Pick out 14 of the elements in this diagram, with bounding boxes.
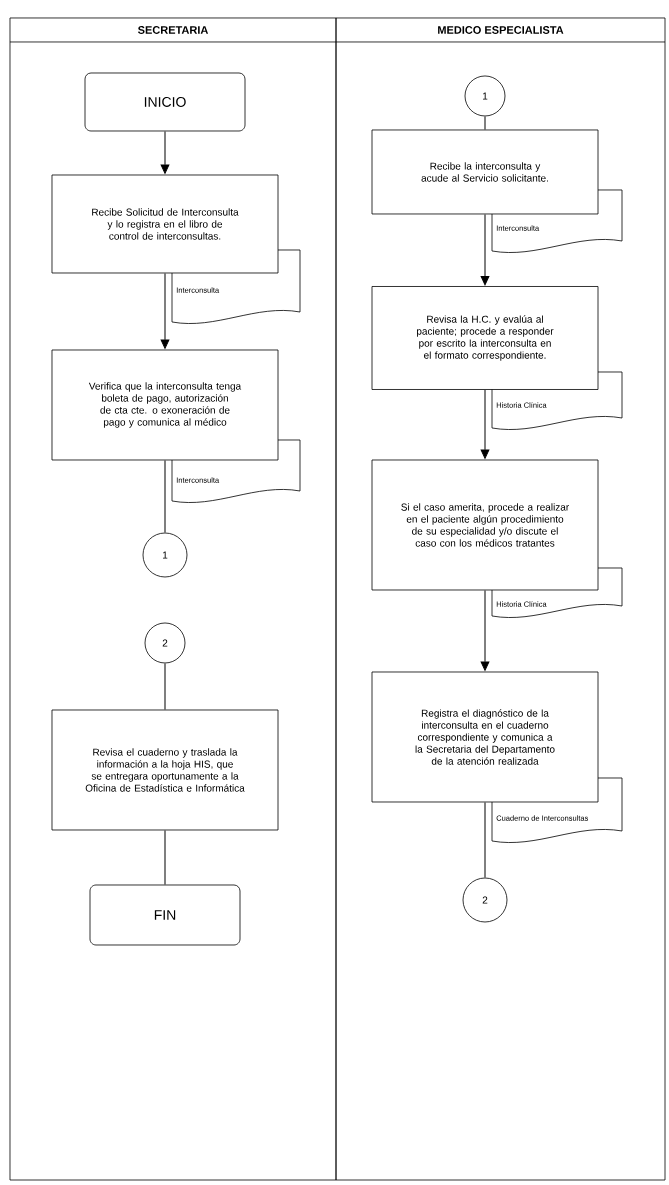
- process-box: Revisa la H.C. y evalúa al paciente; procede a responder por escrito la interconsulta en el formato correspondiente.: [371, 286, 599, 390]
- arrow: [480, 389, 490, 459]
- arrow: [160, 272, 170, 349]
- process-box: Si el caso amerita, procede a realizar en el paciente algún procedimiento de su especialidad y/o discute el caso con los médicos tratantes: [371, 459, 599, 591]
- process-box: Recibe Solicitud de Interconsulta y lo registra en el libro de control de interconsultas.: [51, 174, 279, 274]
- arrow: [160, 130, 170, 174]
- process-box: Verifica que la interconsulta tenga boleta de pago, autorización de cta cte. o exoneración de pago y comunica al médico: [51, 349, 279, 461]
- arrow: [480, 213, 490, 286]
- process-box: Revisa el cuaderno y traslada la información a la hoja HIS, que se entregara oportunamente a la Oficina de Estadística e Informática: [51, 709, 279, 831]
- arrow: [480, 589, 490, 671]
- process-box: Recibe la interconsulta y acude al Servicio solicitante.: [371, 129, 599, 215]
- terminal-box: FIN: [89, 884, 241, 946]
- terminal-box: INICIO: [84, 72, 246, 132]
- process-box: Registra el diagnóstico de la interconsulta en el cuaderno correspondiente y comunica a la Secretaria del Departamento de la atención realizada: [371, 671, 599, 803]
